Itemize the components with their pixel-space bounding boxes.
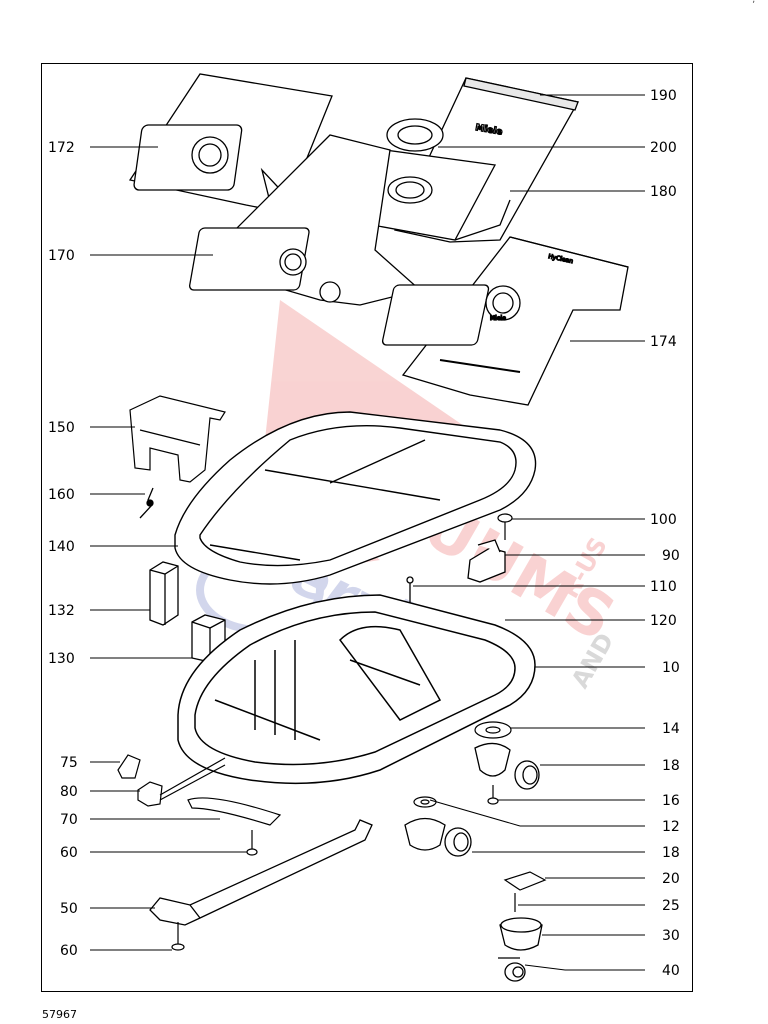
part-label-60b: 60 — [60, 943, 78, 959]
part-label-200: 200 — [650, 140, 677, 156]
bag-174-logo: Miele — [490, 315, 506, 322]
part-label-110: 110 — [650, 579, 677, 595]
part-label-75: 75 — [60, 755, 78, 771]
screw-16 — [487, 785, 499, 805]
caster-18-upper — [474, 742, 540, 790]
part-label-180: 180 — [650, 184, 677, 200]
part-label-100: 100 — [650, 512, 677, 528]
housing-10 — [177, 594, 536, 785]
caster-30 — [499, 917, 543, 951]
part-label-60a: 60 — [60, 845, 78, 861]
dust-bag-172 — [128, 73, 333, 211]
part-label-90: 90 — [662, 548, 680, 564]
terminal-90 — [467, 539, 506, 583]
part-label-10: 10 — [662, 660, 680, 676]
part-label-190: 190 — [650, 88, 677, 104]
part-label-130: 130 — [48, 651, 75, 667]
part-label-80: 80 — [60, 784, 78, 800]
switch-80 — [137, 757, 226, 807]
washer-12 — [413, 796, 437, 808]
clip-75 — [117, 754, 141, 779]
dust-bag-174: HyClean Miele — [381, 236, 629, 406]
strip-70 — [187, 797, 282, 826]
part-label-12: 12 — [662, 819, 680, 835]
corner-mark: ʼ — [752, 0, 756, 11]
leader-lines-left — [90, 146, 247, 951]
collar-200 — [386, 118, 444, 152]
spring-160 — [139, 487, 154, 519]
part-label-140: 140 — [48, 539, 75, 555]
bracket-150 — [129, 395, 226, 483]
screw-60-lower — [171, 922, 185, 951]
labels-right: 190 200 180 174 100 90 110 120 10 14 18 … — [650, 88, 680, 979]
part-label-160: 160 — [48, 487, 75, 503]
part-label-132: 132 — [48, 603, 75, 619]
part-label-50: 50 — [60, 901, 78, 917]
screw-60-upper — [246, 830, 258, 856]
part-label-18b: 18 — [662, 845, 680, 861]
part-label-14: 14 — [662, 721, 680, 737]
washer-14 — [474, 721, 512, 739]
caster-18-lower — [404, 817, 472, 857]
screw-100 — [497, 513, 513, 540]
part-label-174: 174 — [650, 334, 677, 350]
document-number: 57967 — [42, 1008, 77, 1021]
part-label-70: 70 — [60, 812, 78, 828]
part-label-172: 172 — [48, 140, 75, 156]
leader-lines-right — [413, 94, 645, 971]
part-label-150: 150 — [48, 420, 75, 436]
part-label-40: 40 — [662, 963, 680, 979]
part-label-30: 30 — [662, 928, 680, 944]
part-label-16: 16 — [662, 793, 680, 809]
part-label-120: 120 — [650, 613, 677, 629]
lid-frame-140 — [174, 411, 537, 585]
dust-bag-170 — [189, 134, 422, 306]
latch-132 — [149, 561, 179, 626]
diagram-frame — [41, 63, 693, 992]
bracket-20 — [503, 871, 547, 891]
part-label-25: 25 — [662, 898, 680, 914]
rail-50 — [149, 819, 373, 926]
part-label-20: 20 — [662, 871, 680, 887]
part-label-18a: 18 — [662, 758, 680, 774]
labels-left: 172 170 150 160 140 132 130 75 80 70 60 … — [48, 140, 78, 959]
axle-wheel-40 — [498, 957, 526, 982]
part-label-170: 170 — [48, 248, 75, 264]
